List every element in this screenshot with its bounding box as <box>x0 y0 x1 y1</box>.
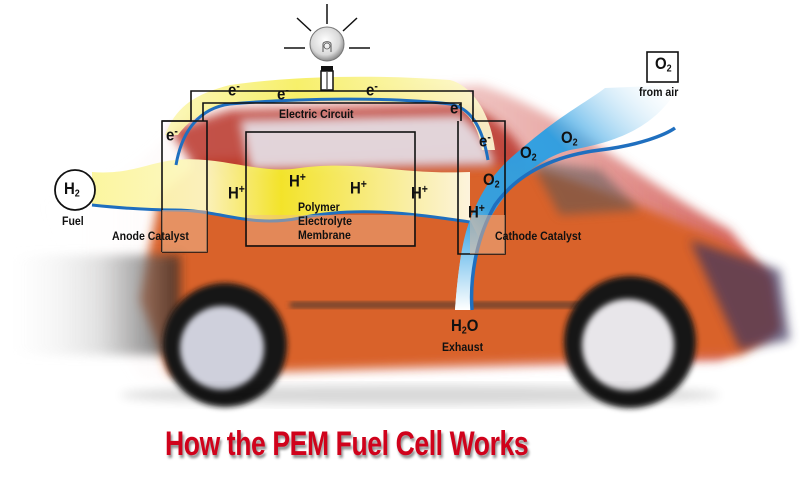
oxygen-particle: O2 <box>561 128 578 149</box>
electron-particle: e- <box>166 124 178 145</box>
proton-particle: H+ <box>350 177 367 198</box>
proton-particle: H+ <box>411 182 428 203</box>
hydrogen-fuel-circle <box>54 169 96 211</box>
light-bulb-icon <box>284 4 370 91</box>
electron-particle: e- <box>228 79 240 100</box>
proton-particle: H+ <box>289 170 306 191</box>
oxygen-particle: O2 <box>520 143 537 164</box>
anode-catalyst-label: Anode Catalyst <box>112 229 189 243</box>
electron-flow <box>165 76 495 150</box>
diagram-title: How the PEM Fuel Cell Works <box>165 425 529 463</box>
anode-catalyst-box <box>162 210 207 252</box>
membrane-label-line2: Electrolyte <box>298 214 352 228</box>
membrane-box <box>247 215 414 245</box>
electron-particle: e- <box>277 83 289 104</box>
proton-particle: H+ <box>468 201 485 222</box>
hydrogen-flow <box>92 159 470 222</box>
membrane-label-line1: Polymer <box>298 200 340 214</box>
electron-particle: e- <box>450 97 462 118</box>
oxygen-particle: O2 <box>483 170 500 191</box>
water-symbol: H2O <box>451 316 479 337</box>
cathode-catalyst-label: Cathode Catalyst <box>495 229 582 243</box>
electric-circuit-label: Electric Circuit <box>279 107 354 121</box>
oxygen-source-box <box>646 51 679 83</box>
cathode-catalyst-box <box>470 215 505 254</box>
membrane-label-line3: Membrane <box>298 228 351 242</box>
proton-particle: H+ <box>228 182 245 203</box>
electron-particle: e- <box>479 130 491 151</box>
oxygen-source-symbol: O2 <box>655 54 672 75</box>
fuel-label: Fuel <box>62 214 84 228</box>
electron-particle: e- <box>366 79 378 100</box>
exhaust-label: Exhaust <box>442 340 484 354</box>
from-air-label: from air <box>639 85 679 99</box>
fuel-symbol: H2 <box>64 179 80 200</box>
